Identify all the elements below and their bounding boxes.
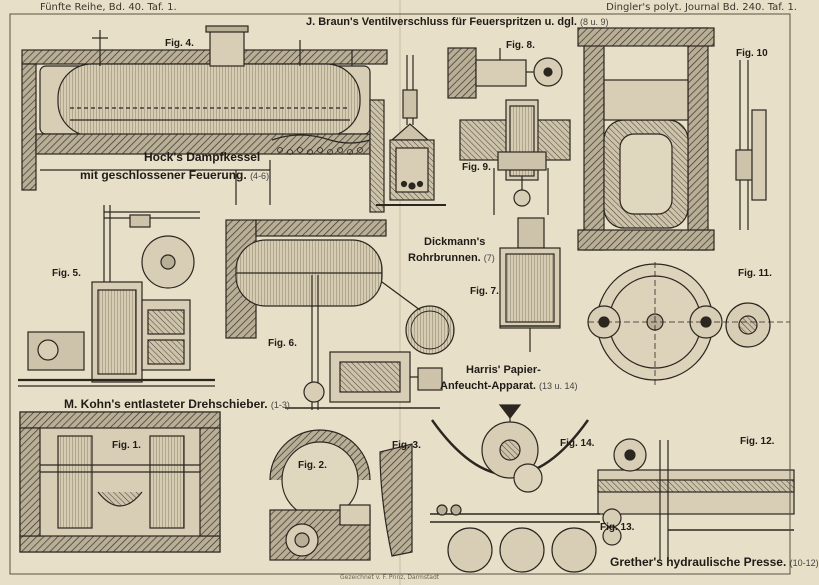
fig13-rollers xyxy=(430,504,622,573)
harris-caption-line1: Harris' Papier- xyxy=(466,364,541,376)
fig9-pipe-valve xyxy=(459,99,571,215)
fig1-label: Fig. 1. xyxy=(112,440,141,451)
hock-caption-line2: mit geschlossener Feuerung. (4-6) xyxy=(80,168,270,182)
fig3-label: Fig. 3. xyxy=(392,440,421,451)
dickmann-caption-line2: Rohrbrunnen. (7) xyxy=(408,252,495,264)
fig7-label: Fig. 7. xyxy=(470,286,499,297)
fig1-valve-section xyxy=(19,411,221,553)
kohn-caption: M. Kohn's entlasteter Drehschieber. (1-3… xyxy=(64,397,290,411)
fig14-paper-apparatus xyxy=(431,404,589,493)
fig8-valve-drawing xyxy=(447,47,563,99)
plate-header-right: Dingler's polyt. Journal Bd. 240. Taf. 1… xyxy=(606,2,797,13)
fig8-label: Fig. 8. xyxy=(506,40,535,51)
fig10-hydraulic-press xyxy=(577,27,767,251)
fig6-linkage xyxy=(285,275,443,410)
stove-drawing xyxy=(376,55,446,206)
plate-header-left: Fünfte Reihe, Bd. 40. Taf. 1. xyxy=(40,2,177,13)
grether-caption: Grether's hydraulische Presse. (10-12) xyxy=(610,555,819,569)
fig7-tube-well xyxy=(499,217,561,352)
braun-title: J. Braun's Ventilverschluss für Feuerspr… xyxy=(306,16,609,28)
fig10-label: Fig. 10 xyxy=(736,48,768,59)
dickmann-caption-line1: Dickmann's xyxy=(424,236,486,248)
fig5-label: Fig. 5. xyxy=(52,268,81,279)
harris-caption-line2: Anfeucht-Apparat. (13 u. 14) xyxy=(440,380,578,392)
fig4-boiler-drawing xyxy=(21,25,388,213)
fig5-engine-drawing xyxy=(18,205,215,387)
hock-caption-line1: Hock's Dampfkessel xyxy=(144,150,261,164)
fig13-label: Fig. 13. xyxy=(600,522,635,533)
engraver-credit: Gezeichnet v. F. Prinz, Darmstadt xyxy=(340,574,440,581)
fig6-boiler-section xyxy=(225,219,455,355)
fig14-label: Fig. 14. xyxy=(560,438,595,449)
engineering-plate xyxy=(9,0,795,585)
fig11-label: Fig. 11. xyxy=(738,268,772,279)
fig2-label: Fig. 2. xyxy=(298,460,327,471)
fig9-label: Fig. 9. xyxy=(462,162,491,173)
fig11-press-plan xyxy=(587,262,790,385)
fig12-label: Fig. 12. xyxy=(740,436,775,447)
fig4-label: Fig. 4. xyxy=(165,38,194,49)
fig3-valve-detail xyxy=(379,443,413,557)
fig2-rotary-valve xyxy=(269,429,371,561)
fig6-label: Fig. 6. xyxy=(268,338,297,349)
fig12-press-detail xyxy=(597,438,795,560)
